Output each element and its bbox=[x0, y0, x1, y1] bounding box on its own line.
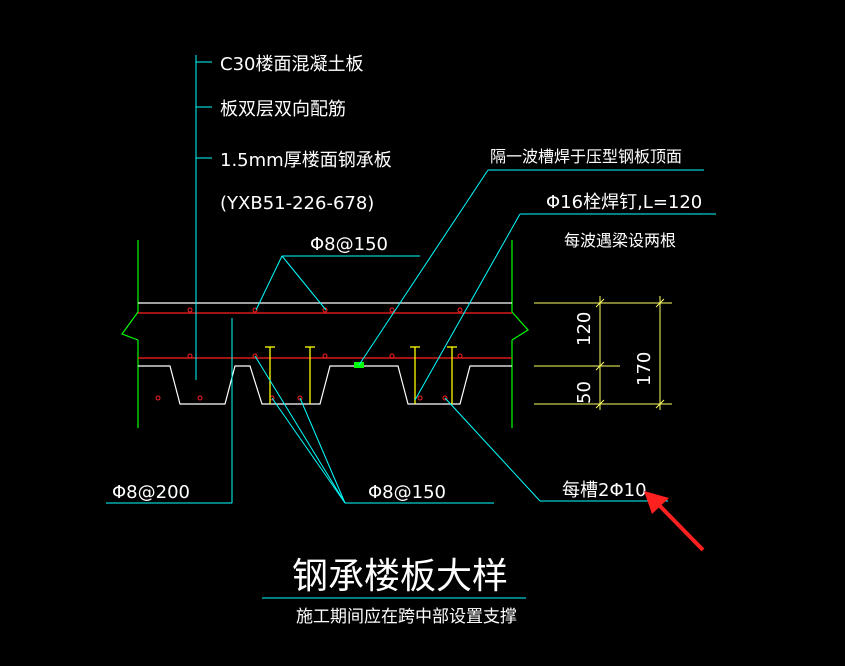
dimension-lines bbox=[534, 296, 672, 410]
dim-total: 170 bbox=[634, 352, 655, 386]
shear-studs bbox=[265, 346, 457, 404]
label-stud-note: 每波遇梁设两根 bbox=[564, 231, 676, 250]
arrow-icon bbox=[644, 491, 705, 552]
drawing-title: 钢承楼板大样 bbox=[292, 556, 508, 597]
leader-lines bbox=[106, 55, 716, 599]
slab-outline bbox=[138, 302, 512, 405]
stud bbox=[410, 346, 420, 404]
stud bbox=[447, 346, 457, 404]
label-trough-bar: 每槽2Φ10 bbox=[562, 480, 647, 501]
label-concrete: C30楼面混凝土板 bbox=[220, 54, 363, 75]
drawing-note: 施工期间应在跨中部设置支撑 bbox=[296, 607, 517, 627]
stud bbox=[265, 346, 275, 404]
right-beam-support bbox=[511, 240, 529, 428]
label-deck: 1.5mm厚楼面钢承板 bbox=[220, 150, 392, 171]
label-weld-note: 隔一波槽焊于压型钢板顶面 bbox=[490, 147, 682, 166]
label-deck-model: (YXB51-226-678) bbox=[220, 193, 374, 214]
left-beam-support bbox=[121, 240, 139, 428]
label-stud: Φ16栓焊钉,L=120 bbox=[546, 192, 702, 213]
rebar-lines bbox=[138, 312, 512, 359]
label-bottom-bar: Φ8@150 bbox=[368, 482, 446, 503]
dim-lower: 50 bbox=[574, 381, 595, 404]
label-top-bar: Φ8@150 bbox=[310, 234, 388, 255]
stud bbox=[305, 346, 315, 404]
label-bidirectional: 板双层双向配筋 bbox=[220, 99, 346, 120]
steel-deck-profile bbox=[138, 365, 512, 405]
label-left-bar: Φ8@200 bbox=[112, 482, 190, 503]
dim-upper: 120 bbox=[574, 312, 595, 346]
rebar-dots bbox=[155, 307, 463, 401]
